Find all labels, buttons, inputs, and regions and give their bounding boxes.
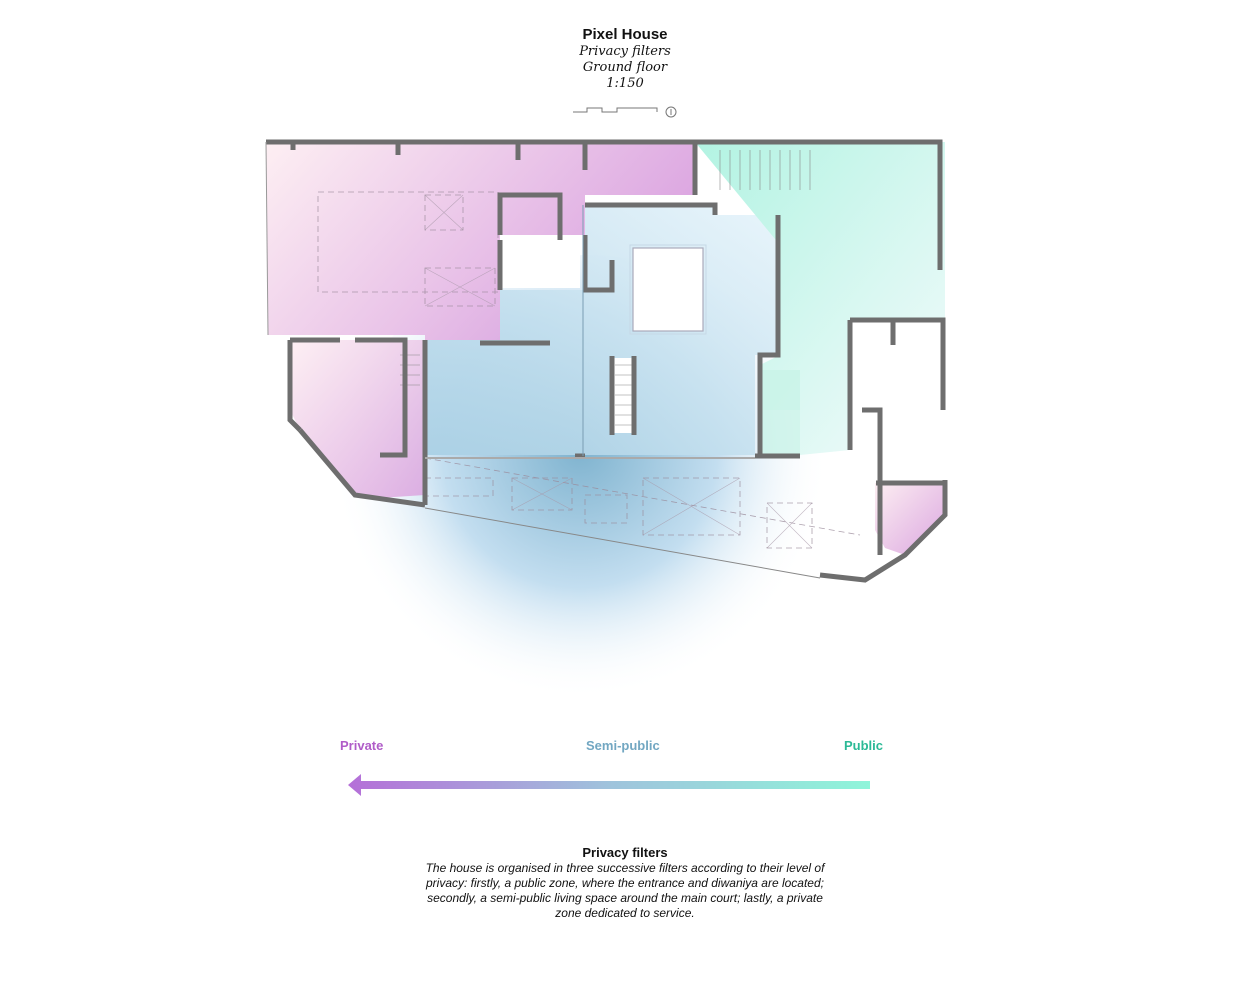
north-arrow-icon xyxy=(665,106,677,118)
drawing-subtitle: Privacy filters xyxy=(579,44,671,59)
zone-public xyxy=(695,142,945,455)
legend-semipublic-label: Semi-public xyxy=(586,738,660,753)
legend-public-label: Public xyxy=(844,738,884,753)
zone-public-hall xyxy=(760,370,800,455)
main-court xyxy=(632,247,704,332)
title-block: Pixel House Privacy filters Ground floor… xyxy=(0,26,1250,92)
privacy-gradient-arrow-icon xyxy=(348,774,870,796)
scale-bar-icon xyxy=(573,106,677,118)
caption-block: Privacy filters The house is organised i… xyxy=(0,845,1250,921)
floor-label: Ground floor xyxy=(582,60,668,75)
floor-plan xyxy=(265,139,948,705)
zone-private-main xyxy=(266,142,695,340)
legend-private-label: Private xyxy=(340,738,384,753)
caption-title: Privacy filters xyxy=(582,845,668,860)
drawing-title: Pixel House xyxy=(582,26,668,43)
zone-private-corner xyxy=(875,483,943,555)
scale-label: 1:150 xyxy=(606,76,644,91)
zone-private-service xyxy=(290,340,425,498)
caption-body: The house is organised in three successi… xyxy=(425,861,825,920)
